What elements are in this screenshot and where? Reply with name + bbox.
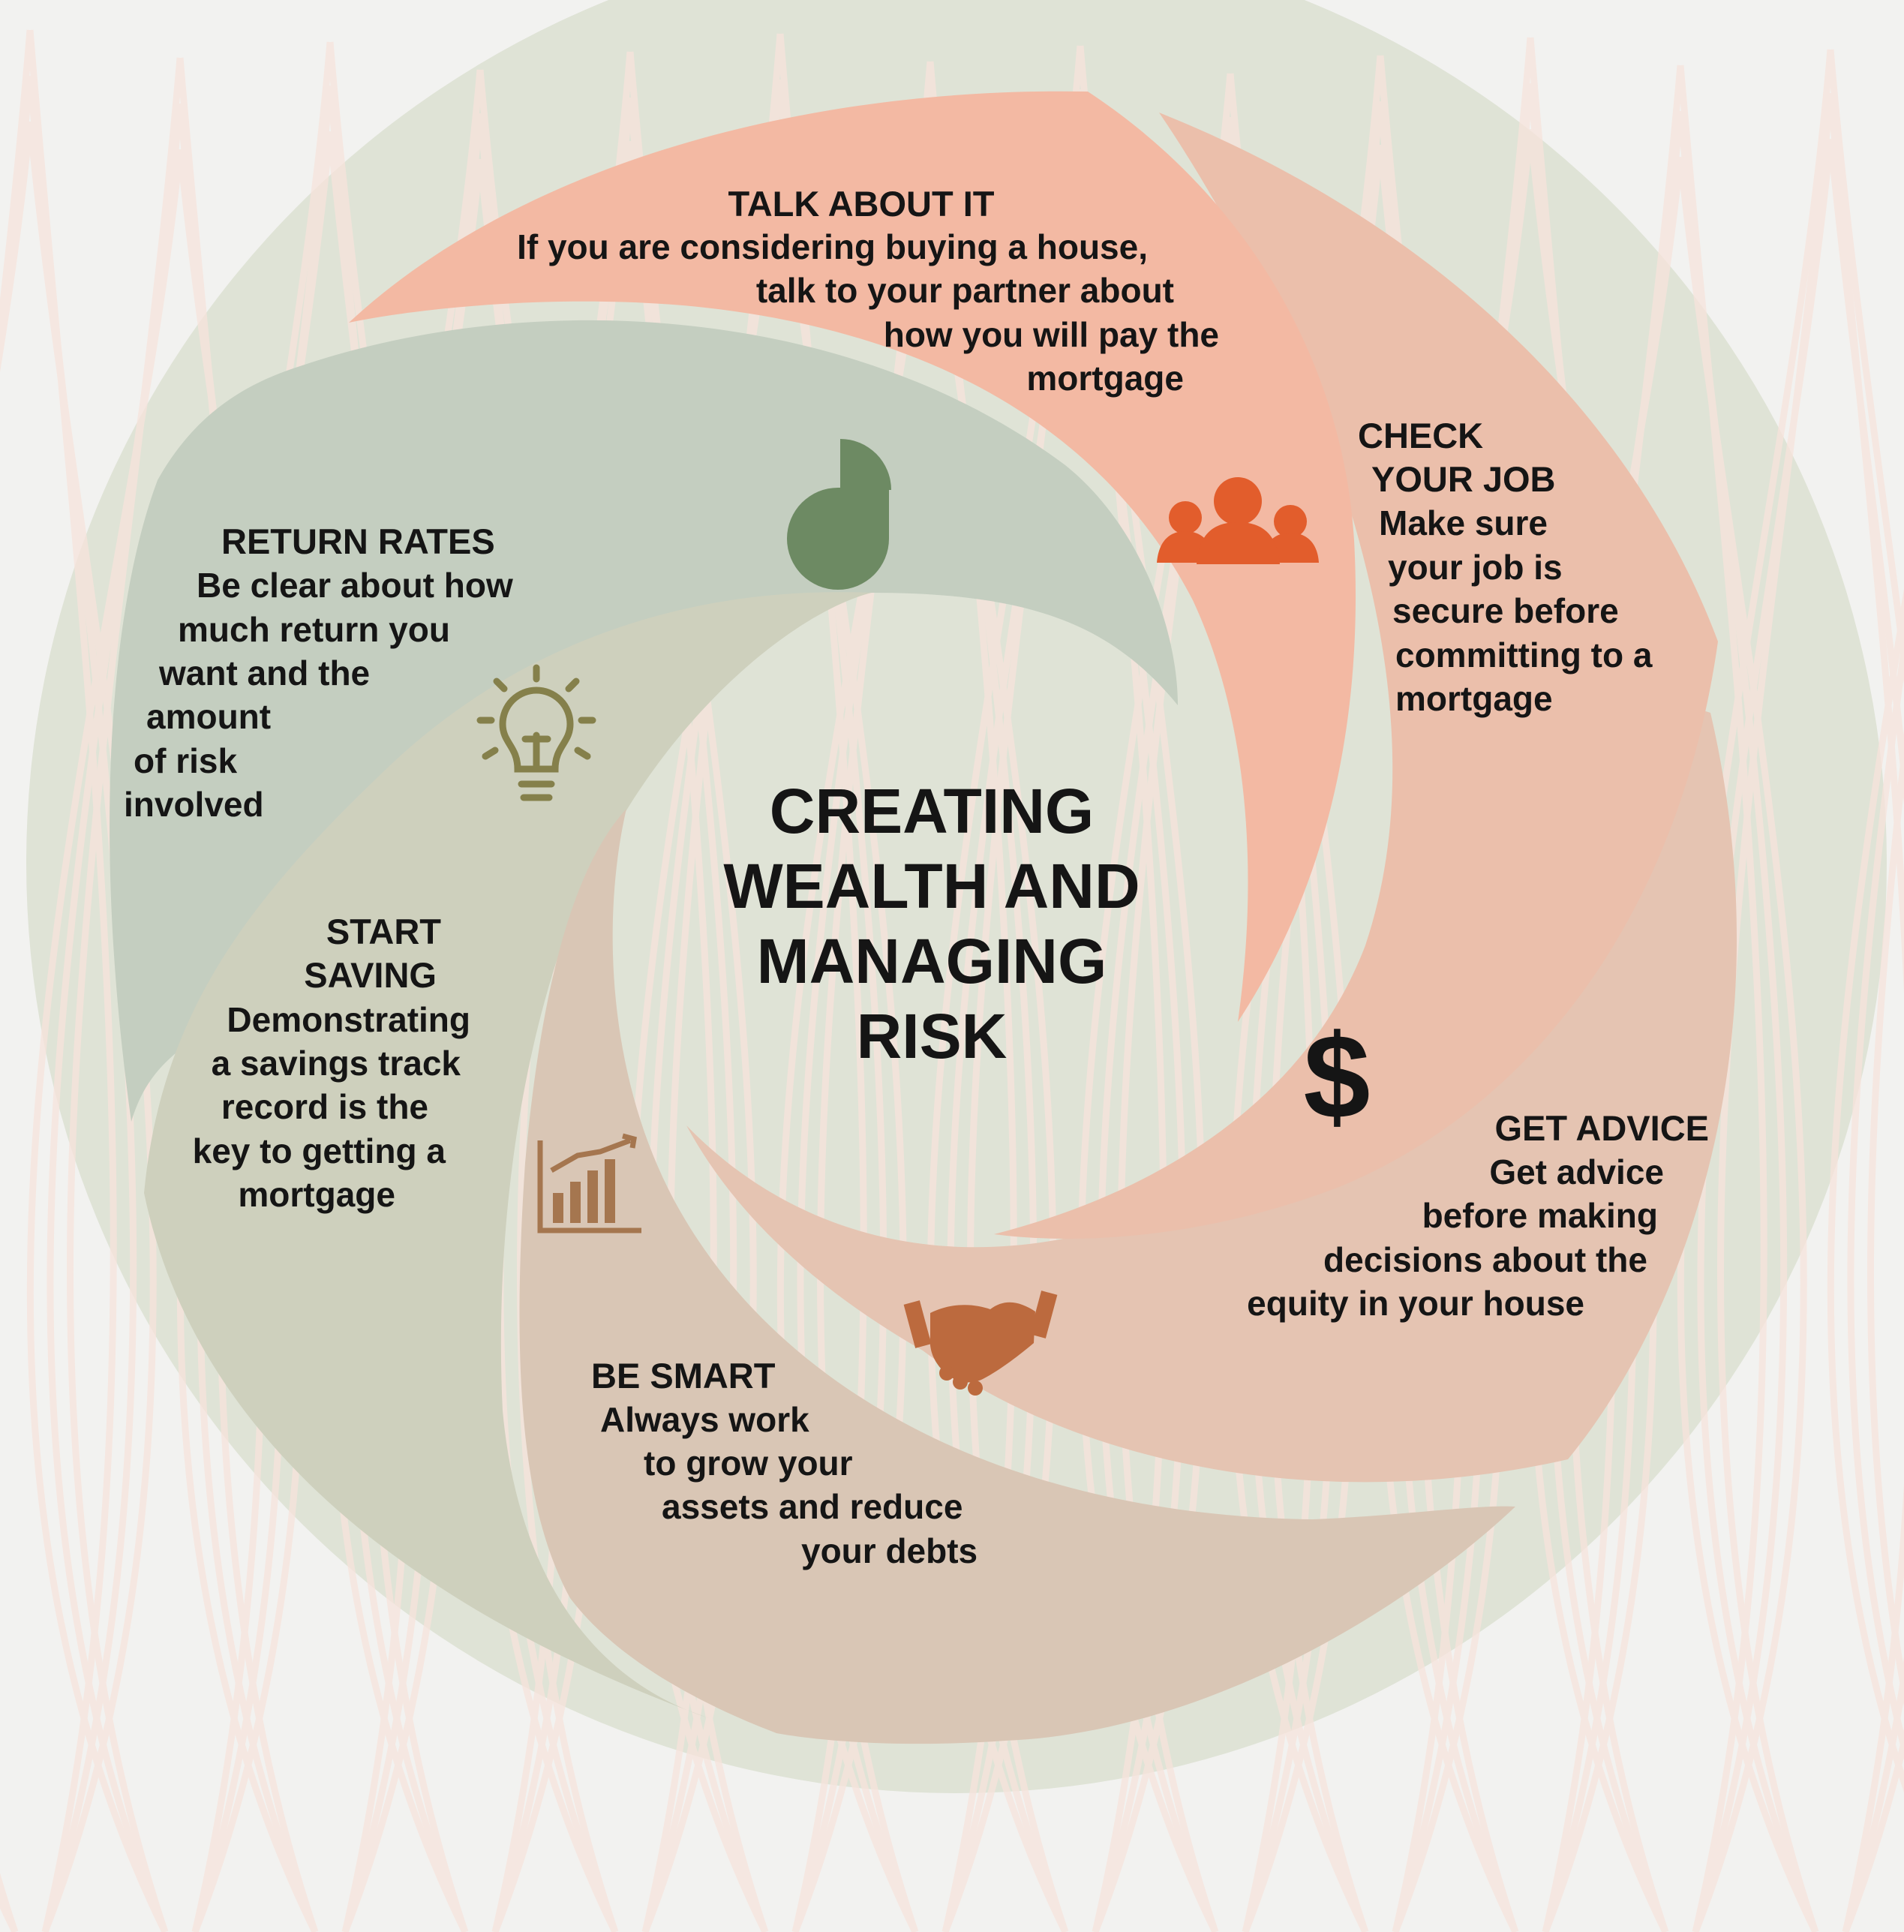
talk-about-it-line-4: mortgage [1026,359,1184,398]
return-rates-line-2: much return you [178,610,450,649]
segment-check-your-job [994,113,1718,1239]
pie-chart-icon [787,439,891,590]
section-start-saving: START SAVING Demonstrating a savings tra… [193,912,470,1214]
get-advice-line-2: before making [1422,1196,1658,1235]
be-smart-line-2: to grow your [644,1444,853,1483]
get-advice-line-3: decisions about the [1323,1240,1647,1279]
center-title-line-2: WEALTH AND [723,851,1140,921]
start-saving-line-3: record is the [221,1087,428,1126]
start-saving-line-1: Demonstrating [227,1000,470,1039]
section-talk-about-it: TALK ABOUT IT If you are considering buy… [517,184,1219,398]
be-smart-line-3: assets and reduce [662,1487,963,1526]
be-smart-line-4: your debts [801,1531,978,1570]
leaf-line [1827,588,1904,1792]
leaf-line [1866,729,1904,1707]
get-advice-line-4: equity in your house [1247,1284,1584,1323]
section-be-smart: BE SMART Always work to grow your assets… [591,1356,978,1570]
segment-be-smart [519,809,1515,1744]
check-your-job-line-2: your job is [1388,548,1563,587]
return-rates-heading: RETURN RATES [221,521,495,561]
start-saving-heading-line-2: SAVING [304,955,437,995]
get-advice-line-1: Get advice [1489,1152,1664,1191]
segment-start-saving [144,592,872,1718]
start-saving-line-2: a savings track [212,1044,461,1083]
dollar-sign-icon: $ [1304,1009,1371,1143]
start-saving-heading-line-1: START [326,912,441,951]
check-your-job-line-3: secure before [1392,591,1619,630]
check-your-job-line-4: committing to a [1395,635,1653,675]
people-group-icon [1157,477,1319,564]
bar-chart-growth-icon [537,1133,641,1233]
return-rates-line-6: involved [124,785,264,824]
be-smart-line-1: Always work [600,1400,809,1439]
start-saving-line-4: key to getting a [193,1131,446,1170]
return-rates-line-5: of risk [134,741,237,780]
section-get-advice: GET ADVICE Get advice before making deci… [1247,1108,1709,1323]
check-your-job-line-1: Make sure [1379,503,1548,542]
section-check-your-job: CHECK YOUR JOB Make sure your job is sec… [1358,416,1653,718]
lightbulb-icon [476,664,596,801]
talk-about-it-line-2: talk to your partner about [756,271,1174,310]
segment-talk-about-it [349,91,1356,1023]
start-saving-line-5: mortgage [238,1175,395,1214]
get-advice-heading: GET ADVICE [1494,1108,1709,1148]
handshake-icon [903,1291,1058,1396]
talk-about-it-line-1: If you are considering buying a house, [517,227,1148,266]
leaf-line [1847,626,1904,1760]
return-rates-line-3: want and the [158,654,370,693]
check-your-job-heading-line-2: YOUR JOB [1371,459,1556,499]
return-rates-line-4: amount [146,697,271,736]
center-title-line-1: CREATING [770,776,1094,846]
center-title-line-3: MANAGING [757,926,1107,996]
center-title-line-4: RISK [857,1001,1008,1071]
return-rates-line-1: Be clear about how [197,566,513,605]
center-title: CREATING WEALTH AND MANAGING RISK [723,776,1140,1071]
check-your-job-heading-line-1: CHECK [1358,416,1483,455]
segment-return-rates [110,320,1178,1122]
be-smart-heading: BE SMART [591,1356,776,1396]
talk-about-it-line-3: how you will pay the [884,315,1219,354]
talk-about-it-heading: TALK ABOUT IT [728,184,994,224]
section-return-rates: RETURN RATES Be clear about how much ret… [124,521,513,824]
check-your-job-line-5: mortgage [1395,679,1553,718]
